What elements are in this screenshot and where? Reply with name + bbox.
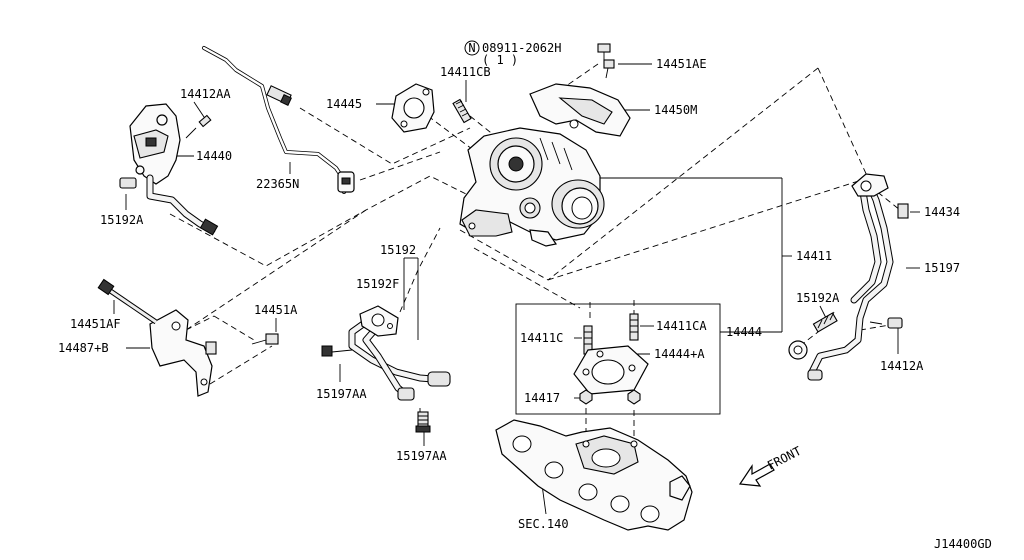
- label-08911-qty: ( 1 ): [482, 53, 518, 67]
- label-14411CA: 14411CA: [656, 319, 707, 333]
- gasket-14445: [391, 83, 435, 133]
- gasket-14444: [573, 313, 649, 405]
- label-15192: 15192: [380, 243, 416, 257]
- oil-pipe-15192: [321, 305, 451, 433]
- label-08911-2062H: 08911-2062H: [482, 41, 561, 55]
- label-14411C: 14411C: [520, 331, 563, 345]
- label-14487B: 14487+B: [58, 341, 109, 355]
- label-14412AA: 14412AA: [180, 87, 231, 101]
- n-prefix-symbol: N: [464, 40, 480, 56]
- label-front: FRONT: [765, 444, 804, 473]
- label-15192A-left: 15192A: [100, 213, 144, 227]
- label-14411: 14411: [796, 249, 832, 263]
- part-labels: 08911-2062H ( 1 ) 14451AE 14411CB 14445 …: [58, 41, 992, 551]
- label-22365N: 22365N: [256, 177, 299, 191]
- leader-lines: [113, 47, 920, 515]
- label-14412A: 14412A: [880, 359, 924, 373]
- exhaust-temp-sensor-22365N: [202, 46, 355, 194]
- heat-shield-14450M: [529, 83, 631, 137]
- label-14444A: 14444+A: [654, 347, 705, 361]
- label-15197AA-bottom: 15197AA: [396, 449, 447, 463]
- label-14451AE: 14451AE: [656, 57, 707, 71]
- label-14434: 14434: [924, 205, 960, 219]
- label-15197AA-left: 15197AA: [316, 387, 367, 401]
- label-15197: 15197: [924, 261, 960, 275]
- label-15192A-right: 15192A: [796, 291, 840, 305]
- turbocharger-14411: [459, 127, 605, 247]
- label-14411CB: 14411CB: [440, 65, 491, 79]
- label-14440: 14440: [196, 149, 232, 163]
- exhaust-manifold-sec140: [495, 419, 693, 531]
- front-arrow-icon: [738, 463, 775, 487]
- n-prefix-label: N: [468, 41, 475, 55]
- label-15192F: 15192F: [356, 277, 399, 291]
- bolts-top: [597, 43, 615, 79]
- label-sec140: SEC.140: [518, 517, 569, 531]
- oil-pipe-15197: [788, 173, 909, 381]
- label-14445: 14445: [326, 97, 362, 111]
- label-14451AF: 14451AF: [70, 317, 121, 331]
- bracket-14487B: [97, 278, 279, 397]
- label-14417: 14417: [524, 391, 560, 405]
- diagram-code: J14400GD: [934, 537, 992, 551]
- stud-14411CB: [452, 98, 472, 124]
- label-14450M: 14450M: [654, 103, 697, 117]
- label-14444: 14444: [726, 325, 762, 339]
- assembly-dashed-lines: [169, 63, 901, 444]
- actuator-14440: [119, 103, 219, 236]
- label-14451A: 14451A: [254, 303, 298, 317]
